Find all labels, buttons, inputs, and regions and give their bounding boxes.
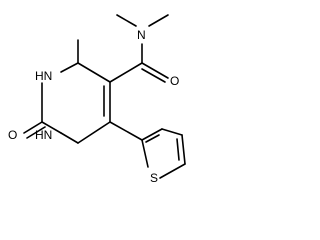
bond-n-methyl-left (116, 14, 137, 27)
bond-thio-c5-c4 (181, 134, 186, 165)
bond-thio-c2-s (141, 139, 149, 168)
bond-c6-c5-top (77, 62, 111, 83)
bond-thio-c5-c4-double (176, 138, 180, 161)
atom-s-thiophene: S (150, 171, 158, 185)
atom-o-carbonyl: O (170, 74, 179, 88)
bond-c2-o-a (23, 121, 43, 134)
atom-nh-upper: HN (35, 69, 52, 83)
bond-c2-n3 (41, 121, 62, 134)
bond-c4-thienyl (109, 121, 143, 141)
bond-c2-o-b (26, 126, 46, 139)
bond-thio-c3-c2-double (145, 134, 160, 143)
atom-o-urea: O (8, 128, 17, 142)
bond-n3-c4 (60, 132, 79, 144)
bond-c6-n1 (60, 62, 79, 73)
atom-nh-lower: HN (35, 128, 52, 142)
bond-thio-c3-c2 (141, 128, 163, 141)
bond-thio-c4-c3 (161, 128, 183, 136)
molecule-diagram: N O HN HN O S (8, 14, 186, 185)
bond-camide-o-a (141, 62, 169, 79)
bond-thio-s-c5 (159, 163, 186, 179)
atom-n-amide: N (137, 28, 146, 42)
bond-camide-o-b (141, 68, 166, 83)
bond-c5-camide (109, 62, 143, 83)
bond-c4-c5 (77, 121, 111, 144)
bond-n-methyl-right (148, 14, 169, 27)
